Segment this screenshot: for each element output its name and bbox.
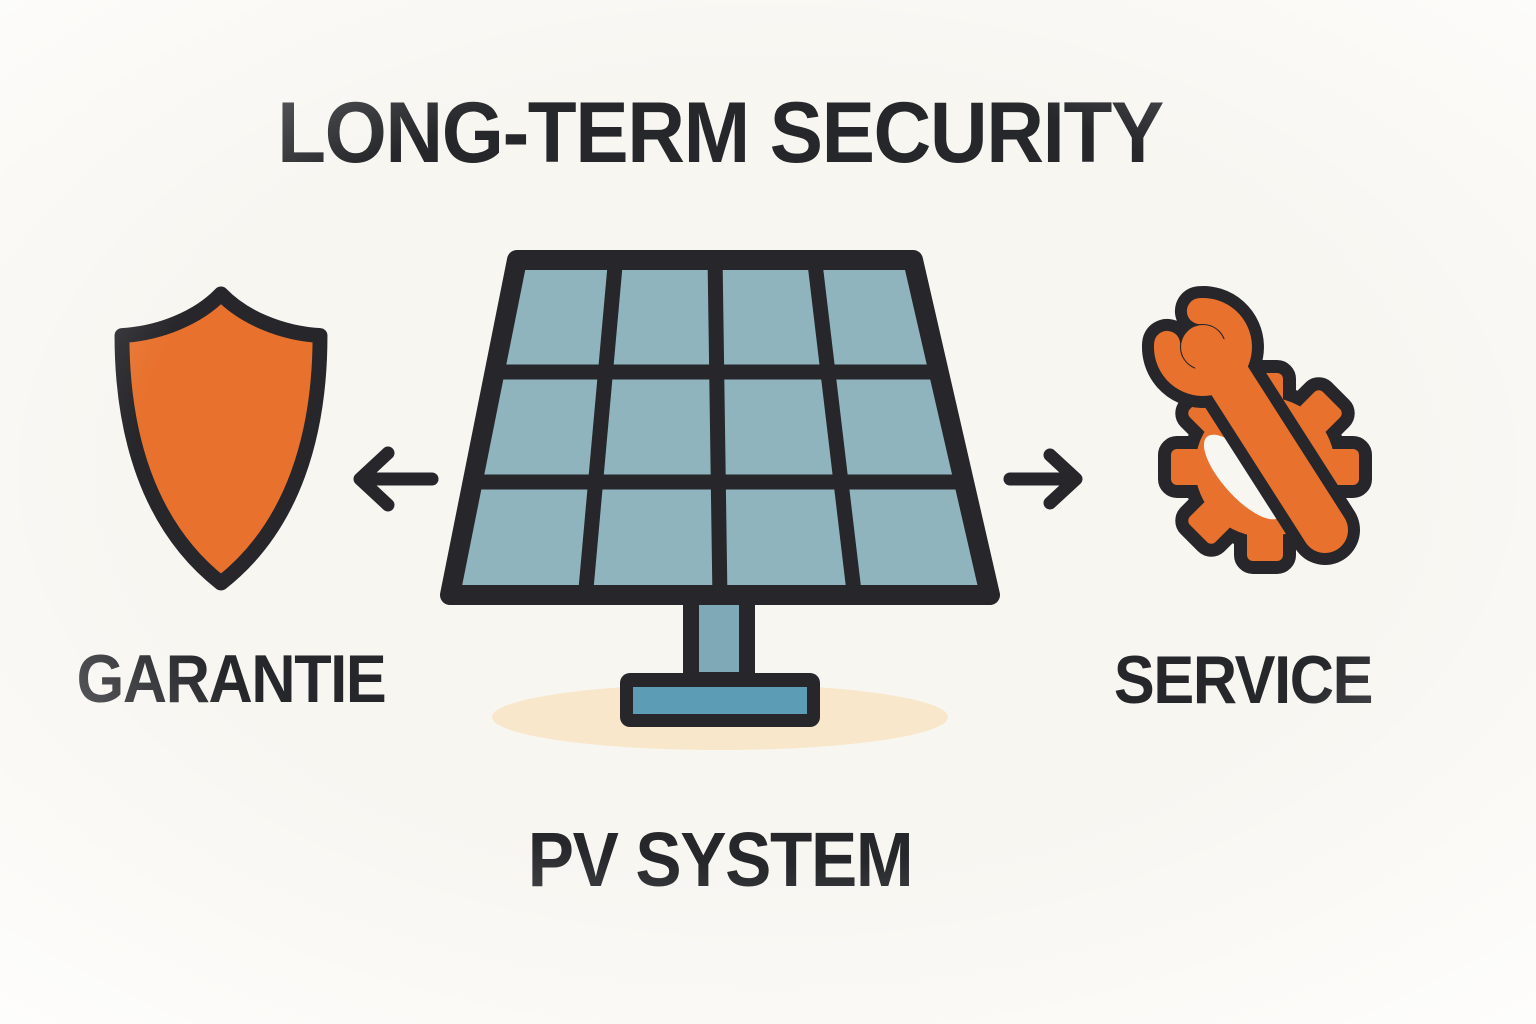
arrow-right-icon [1003, 448, 1083, 510]
page-title: LONG-TERM SECURITY [277, 85, 1164, 181]
arrow-left-head [353, 446, 395, 512]
label-garantie: GARANTIE [76, 641, 387, 717]
wrench-fill [1154, 298, 1348, 553]
panel-grid [455, 260, 985, 595]
label-pv-system: PV SYSTEM [527, 817, 914, 903]
arrow-right-head [1043, 448, 1083, 510]
panel-base-inner [633, 687, 807, 714]
shield-shape [114, 286, 328, 591]
gear-hole [1203, 434, 1283, 520]
shield-icon [114, 286, 328, 591]
arrow-left-icon [353, 446, 439, 512]
wrench-gear-icon [1142, 286, 1372, 574]
label-service: SERVICE [1113, 642, 1373, 718]
solar-panel-icon [440, 250, 1000, 750]
